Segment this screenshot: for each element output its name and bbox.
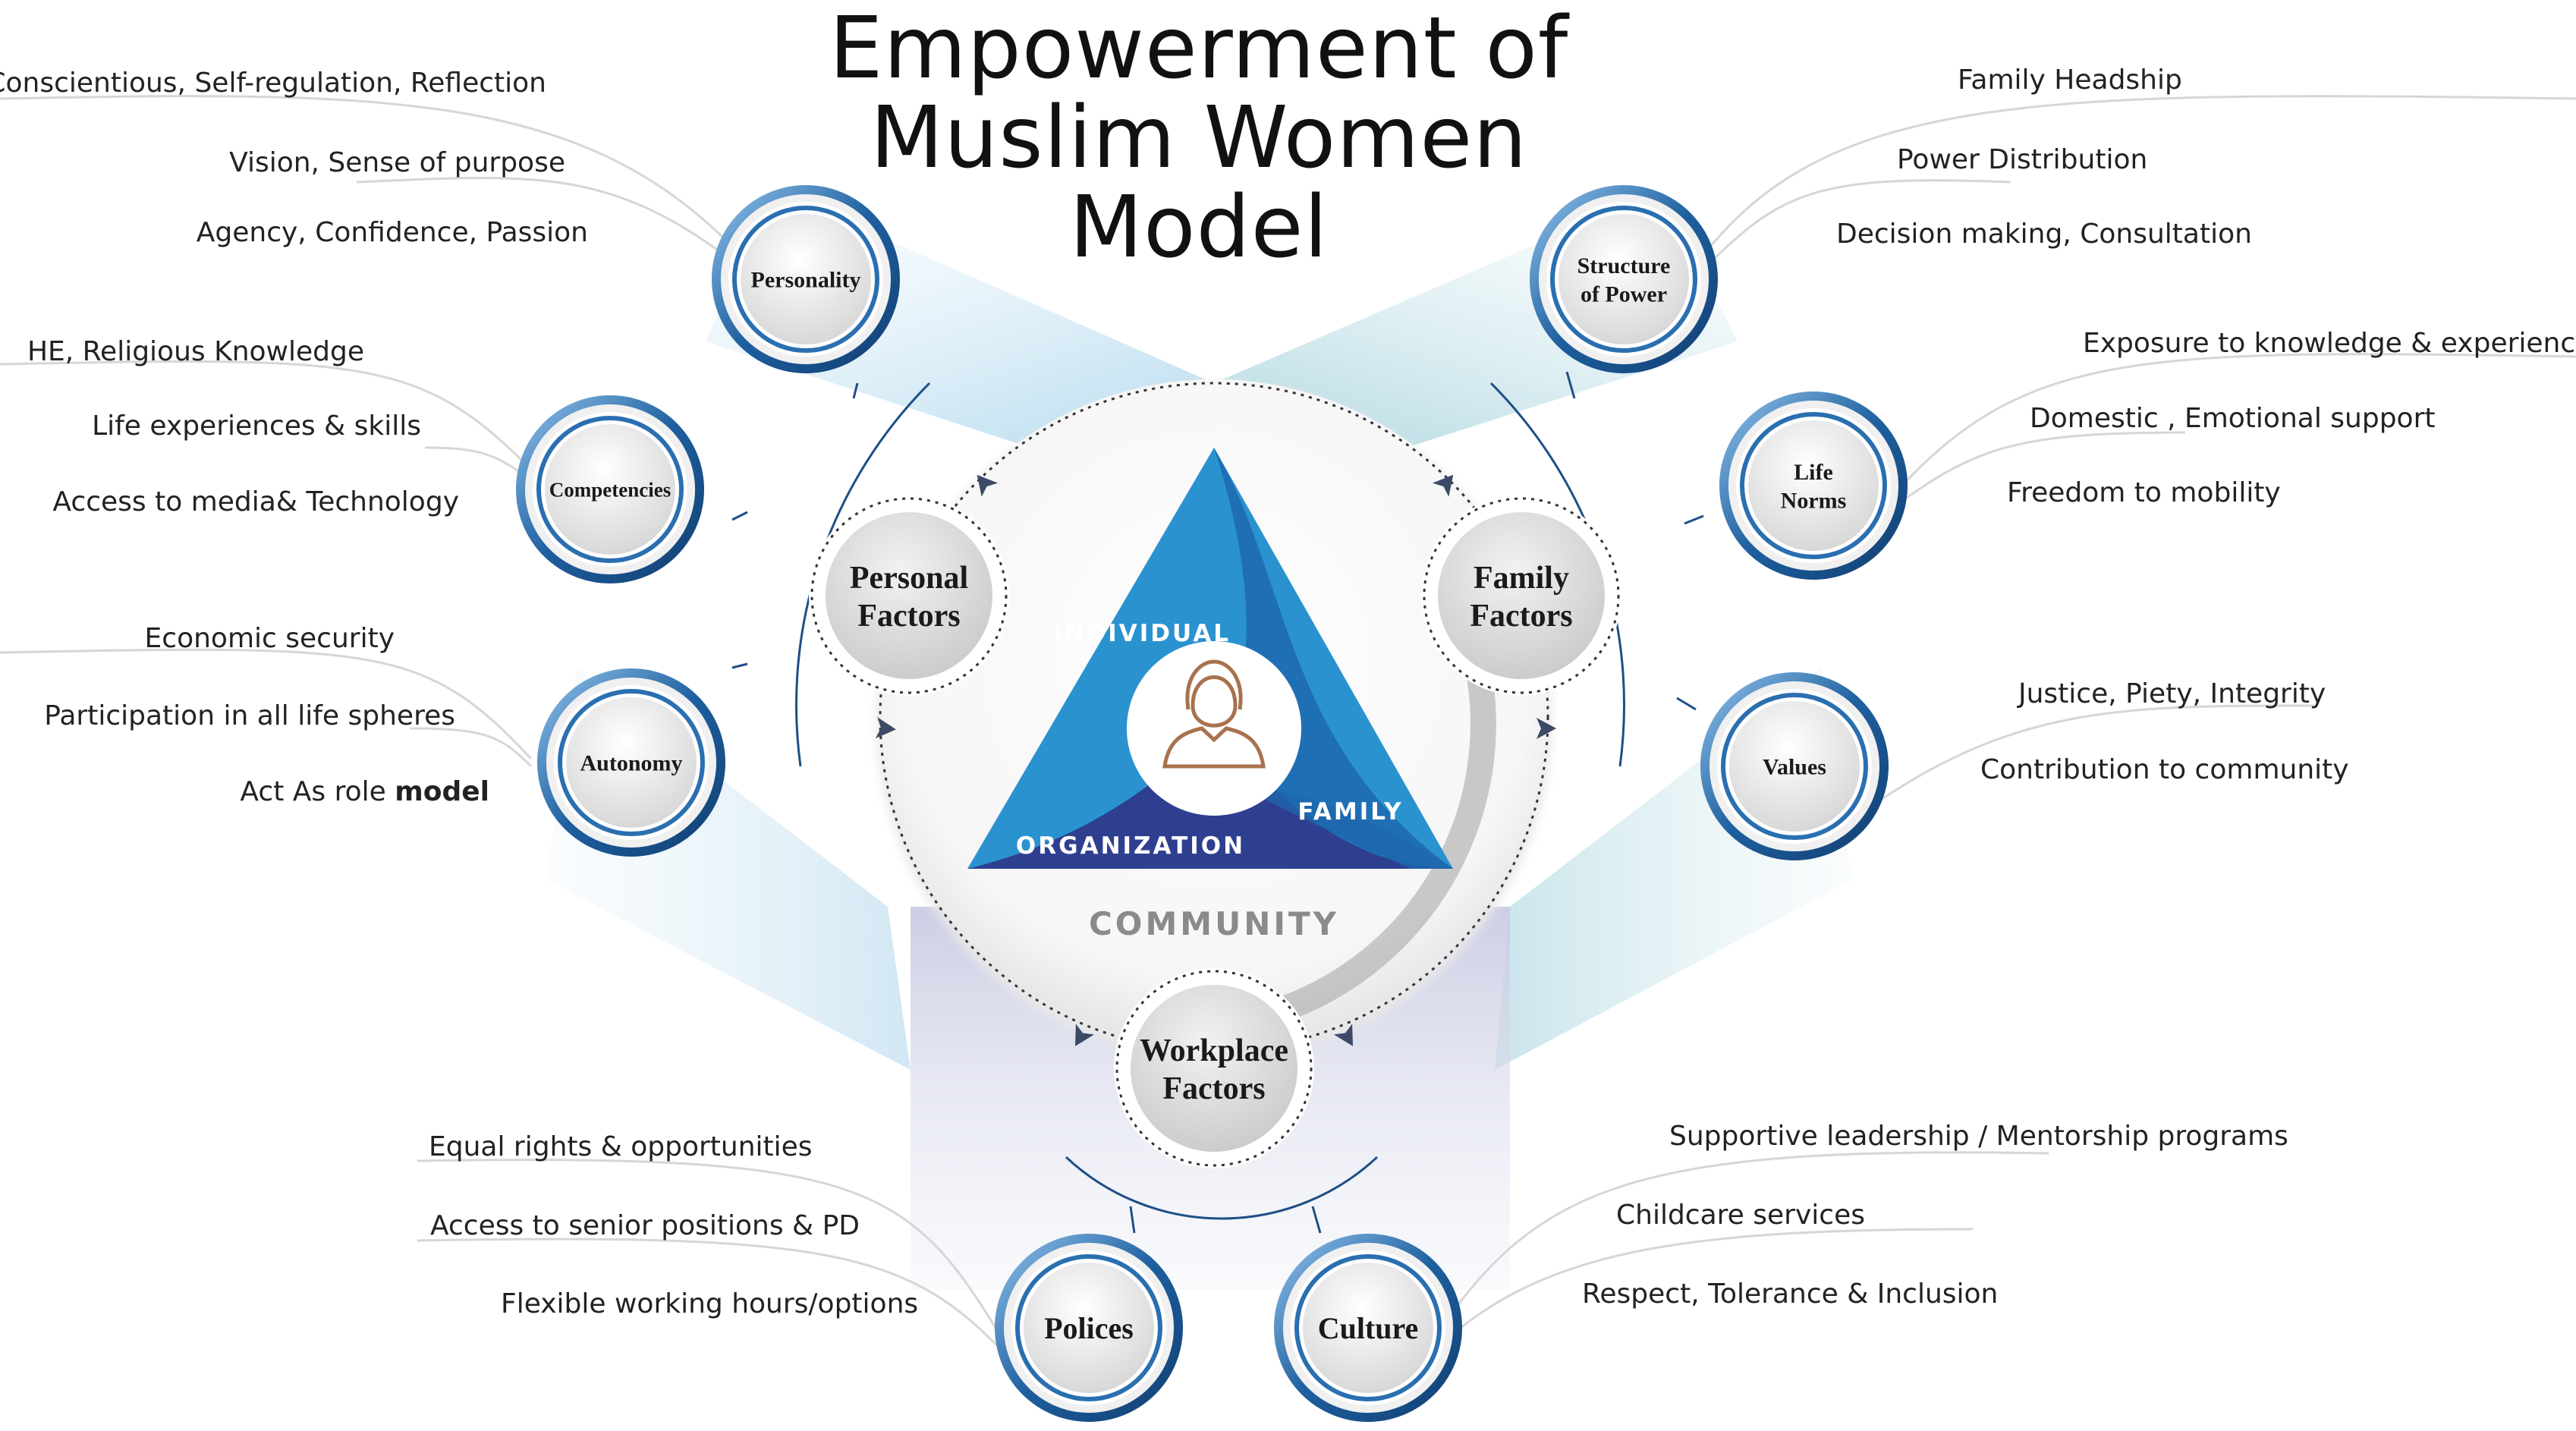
woman-icon-disc — [1127, 641, 1301, 816]
competencies-item-1: HE, Religious Knowledge — [27, 336, 364, 367]
outer-arc — [1065, 1156, 1379, 1220]
node-autonomy-label: Autonomy — [580, 751, 682, 776]
factor-discs: PersonalFactorsFamilyFactorsWorkplaceFac… — [809, 495, 1621, 1168]
triangle-label-organization: ORGANIZATION — [1016, 832, 1245, 860]
polices-item-3: Flexible working hours/options — [501, 1288, 919, 1319]
cycle-arrow-head — [875, 717, 896, 739]
label-swoosh — [356, 176, 729, 259]
node-structure-of-power: Structure of Power — [1530, 185, 1718, 373]
structure-item-2: Power Distribution — [1897, 144, 2148, 175]
factor-workplace-label: Factors — [1162, 1071, 1265, 1106]
competencies-item-3: Access to media& Technology — [52, 486, 459, 517]
label-swoosh — [0, 95, 730, 244]
title-line-2: Muslim Women — [870, 89, 1528, 187]
node-personality: Personality — [712, 185, 900, 373]
polices-item-2: Access to senior positions & PD — [430, 1210, 860, 1241]
structure-item-3: Decision making, Consultation — [1836, 219, 2252, 250]
cycle-ring — [879, 382, 1549, 1052]
node-autonomy: Autonomy — [537, 668, 725, 857]
label-swoosh — [0, 360, 548, 487]
factor-personal-label: Factors — [857, 599, 960, 634]
cycle-dotted-circle — [879, 382, 1549, 1052]
life-norms-item-1: Exposure to knowledge & experiences — [2083, 328, 2576, 359]
label-swoosh — [409, 727, 533, 768]
values-item-2: Contribution to community — [1980, 754, 2349, 785]
node-personality-label: Personality — [751, 268, 861, 293]
outer-arc-tick — [1684, 514, 1704, 525]
autonomy-item-3-text: Act As role — [240, 776, 395, 807]
node-life-norms-label: Norms — [1781, 488, 1847, 513]
cycle-arrow-head — [1536, 718, 1556, 739]
life-norms-item-3: Freedom to mobility — [2007, 477, 2281, 508]
node-values-label: Values — [1763, 755, 1826, 780]
cycle-arrow-head — [977, 474, 999, 497]
polices-item-1: Equal rights & opportunities — [429, 1131, 813, 1162]
cycle-arrows — [875, 474, 1556, 1046]
cycle-arrow-head — [1432, 474, 1454, 497]
competencies-item-2: Life experiences & skills — [92, 410, 421, 442]
culture-item-2: Childcare services — [1616, 1200, 1865, 1231]
node-competencies-label: Competencies — [549, 478, 671, 501]
label-swoosh — [1425, 1228, 1974, 1360]
autonomy-item-3: Act As role model — [240, 775, 489, 809]
values-item-1: Justice, Piety, Integrity — [2018, 678, 2326, 709]
diagram-title: Empowerment of Muslim Women Model — [759, 4, 1639, 272]
community-label: COMMUNITY — [1089, 905, 1339, 942]
triangle-label-family: FAMILY — [1297, 798, 1403, 826]
node-structure-of-power-label: of Power — [1581, 281, 1667, 307]
label-swoosh — [1880, 353, 2576, 509]
outer-arc-tick — [1676, 697, 1697, 711]
outer-arc-tick — [731, 511, 748, 521]
autonomy-item-3-bold: model — [395, 776, 489, 807]
factor-family-label: Family — [1474, 561, 1569, 596]
node-polices-label: Polices — [1044, 1311, 1134, 1345]
woman-icon — [1162, 659, 1266, 769]
autonomy-item-2: Participation in all life spheres — [44, 700, 455, 731]
autonomy-item-1: Economic security — [144, 623, 395, 654]
node-competencies: Competencies — [516, 395, 704, 583]
node-culture-label: Culture — [1318, 1311, 1419, 1345]
node-polices: Polices — [995, 1234, 1183, 1422]
factor-family-label: Factors — [1470, 599, 1572, 634]
factor-workplace-label: Workplace — [1140, 1033, 1288, 1068]
outer-arc-tick — [852, 382, 859, 399]
label-swoosh — [1873, 704, 2315, 806]
outer-arc-tick — [1129, 1206, 1136, 1234]
label-swoosh — [1706, 179, 2011, 267]
outer-arc-tick — [1311, 1206, 1322, 1234]
label-connector-lines — [0, 95, 2576, 1360]
central-triangle: INDIVIDUAL FAMILY ORGANIZATION COMMUNITY — [967, 448, 1453, 942]
title-line-3: Model — [1069, 178, 1329, 277]
label-swoosh — [1881, 431, 2186, 517]
outer-arc-tick — [1565, 371, 1576, 399]
label-swoosh — [1425, 1151, 2049, 1351]
node-culture: Culture — [1274, 1234, 1462, 1422]
personality-item-3: Agency, Confidence, Passion — [196, 217, 588, 248]
personality-item-1: Conscientious, Self-regulation, Reflecti… — [0, 68, 546, 99]
label-swoosh — [417, 1238, 1011, 1360]
label-swoosh — [0, 648, 533, 760]
factor-personal-label: Personal — [850, 561, 968, 596]
structure-item-1: Family Headship — [1958, 64, 2182, 96]
culture-item-3: Respect, Tolerance & Inclusion — [1582, 1278, 1999, 1310]
cycle-arrow-head — [1333, 1024, 1353, 1046]
label-swoosh — [1706, 95, 2576, 251]
life-norms-item-2: Domestic , Emotional support — [2030, 403, 2436, 434]
label-swoosh — [417, 1159, 1011, 1351]
title-line-1: Empowerment of — [829, 0, 1569, 98]
culture-item-1: Supportive leadership / Mentorship progr… — [1669, 1121, 2288, 1152]
cycle-arrow-head — [1075, 1024, 1095, 1046]
personality-item-2: Vision, Sense of purpose — [229, 147, 565, 178]
outer-arc-tick — [731, 662, 748, 669]
node-structure-of-power-label: Structure — [1577, 253, 1671, 278]
node-life-norms-label: Life — [1794, 460, 1833, 485]
node-values: Values — [1700, 672, 1889, 860]
